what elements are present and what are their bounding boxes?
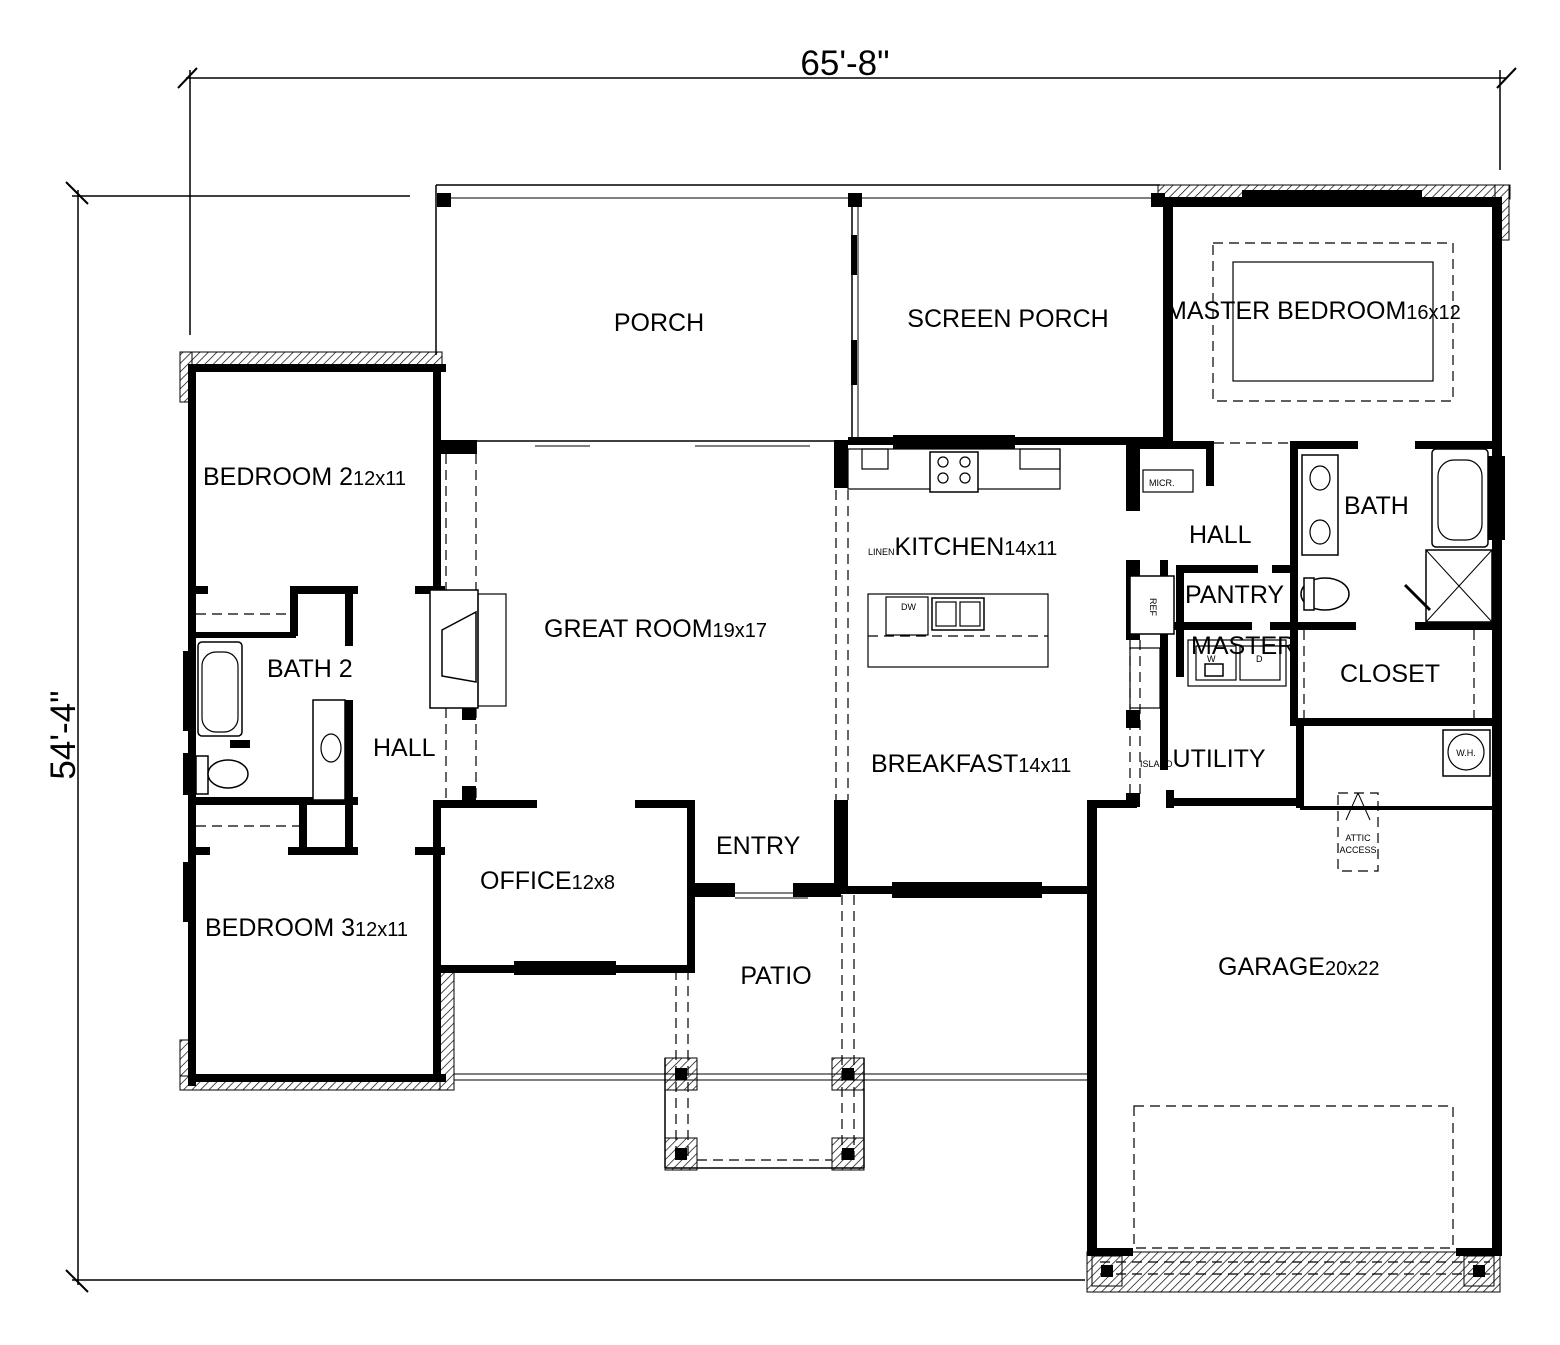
label-porch: PORCH: [614, 309, 704, 337]
label-closet: CLOSET: [1340, 660, 1440, 688]
attic-label-2: ACCESS: [1339, 845, 1376, 855]
dryer-label: D: [1256, 654, 1263, 664]
label-hall-right: HALL: [1189, 521, 1252, 549]
label-utility: ISLANDUTILITY: [1140, 745, 1266, 773]
label-bath2: BATH 2: [267, 655, 353, 683]
depth-dimension: 54'-4": [44, 690, 83, 779]
width-dimension: 65'-8": [800, 44, 889, 83]
dashed-details: [196, 242, 1475, 1249]
label-office: OFFICE12x8: [480, 867, 615, 895]
label-patio: PATIO: [740, 962, 811, 990]
label-screen-porch: SCREEN PORCH: [907, 305, 1108, 333]
label-kitchen: LINENKITCHEN14x11: [868, 533, 1057, 561]
label-bedroom2: BEDROOM 212x11: [203, 463, 406, 491]
ref-label: REF: [1148, 598, 1158, 617]
label-bath: BATH: [1344, 492, 1409, 520]
label-entry: ENTRY: [716, 832, 801, 860]
label-master: MASTER: [1191, 632, 1295, 660]
porch-outlines: [435, 184, 1168, 1169]
walls: [183, 190, 1505, 1256]
micr-label: MICR.: [1149, 478, 1175, 488]
attic-label-1: ATTIC: [1345, 833, 1371, 843]
label-breakfast: BREAKFAST14x11: [871, 750, 1071, 778]
fixtures: [195, 445, 1493, 899]
dimension-lines: [65, 67, 1517, 1293]
label-garage: GARAGE20x22: [1218, 953, 1379, 981]
label-master-bedroom: MASTER BEDROOM16x12: [1166, 297, 1461, 325]
label-great-room: GREAT ROOM19x17: [544, 615, 767, 643]
water-heater-label: W.H.: [1456, 748, 1476, 758]
fixture-labels: DW MICR. REF W D W.H. ATTIC ACCESS: [901, 478, 1476, 855]
patio-dashed-lines: [675, 895, 1490, 1275]
label-pantry: PANTRY: [1185, 581, 1284, 609]
label-hall-left: HALL: [373, 734, 436, 762]
room-labels: PORCH SCREEN PORCH MASTER BEDROOM16x12 B…: [203, 297, 1461, 990]
dw-label: DW: [901, 602, 916, 612]
label-bedroom3: BEDROOM 312x11: [205, 914, 408, 942]
washer-label: W: [1207, 654, 1216, 664]
